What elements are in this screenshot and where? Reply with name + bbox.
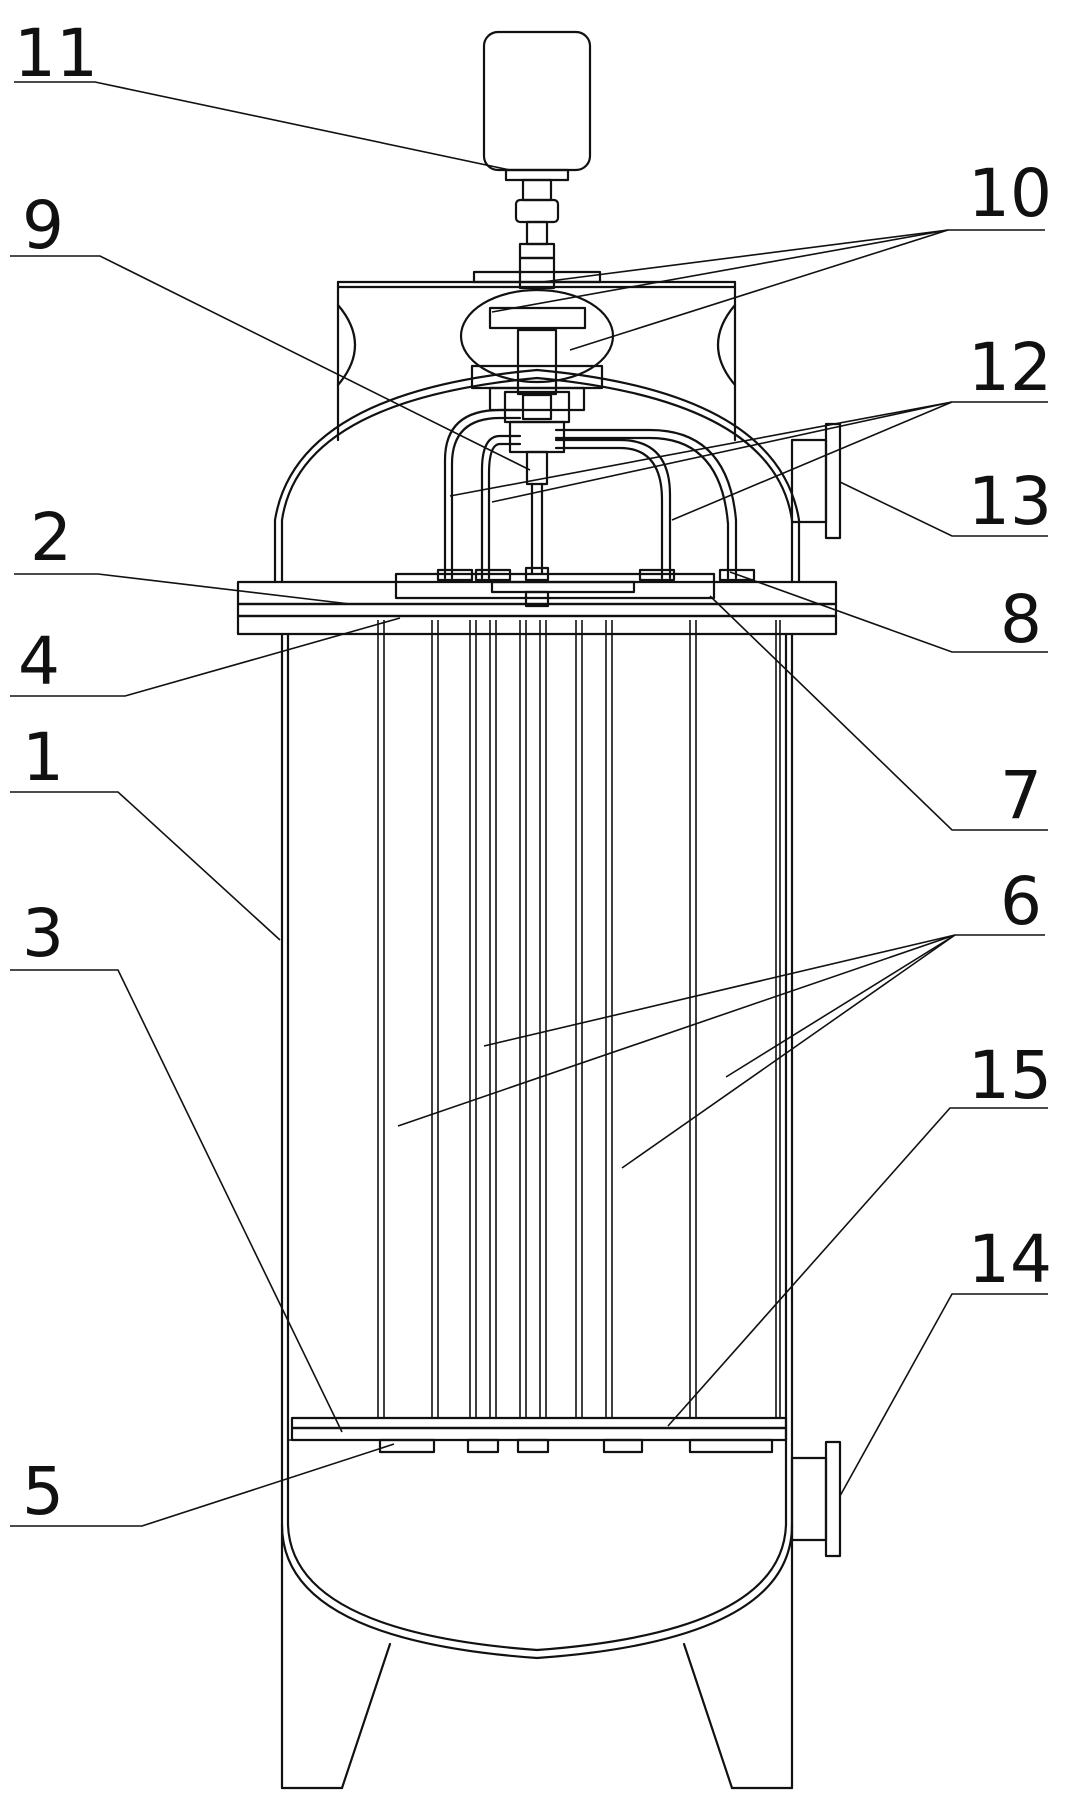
upper-dome <box>273 368 801 584</box>
bottom-tube-plate <box>288 1416 788 1454</box>
label-8: 8 <box>1000 581 1042 658</box>
support-legs <box>280 1523 794 1790</box>
label-9: 9 <box>22 187 64 264</box>
central-shaft <box>524 482 550 582</box>
vessel-shell <box>280 632 794 1527</box>
label-7: 7 <box>1000 757 1042 834</box>
label-4: 4 <box>18 623 60 700</box>
inlet-nozzle <box>790 422 842 540</box>
part-labels: 11 10 9 12 13 2 8 4 1 7 3 6 15 14 5 <box>14 15 1052 1530</box>
label-14: 14 <box>968 1221 1052 1298</box>
label-10: 10 <box>968 155 1052 232</box>
label-2: 2 <box>30 499 72 576</box>
label-3: 3 <box>22 895 64 972</box>
label-1: 1 <box>22 719 64 796</box>
filter-tubes <box>377 620 781 1418</box>
motor-support-frame <box>336 270 737 442</box>
outlet-nozzle <box>790 1440 842 1558</box>
label-11: 11 <box>14 15 98 92</box>
label-12: 12 <box>968 329 1052 406</box>
lower-dish-head <box>280 1523 794 1660</box>
label-15: 15 <box>968 1037 1052 1114</box>
motor <box>482 30 592 182</box>
leader-lines <box>10 81 1048 1527</box>
label-13: 13 <box>968 463 1052 540</box>
label-6: 6 <box>1000 863 1042 940</box>
outlet-pipes <box>443 408 738 580</box>
label-5: 5 <box>22 1453 64 1530</box>
